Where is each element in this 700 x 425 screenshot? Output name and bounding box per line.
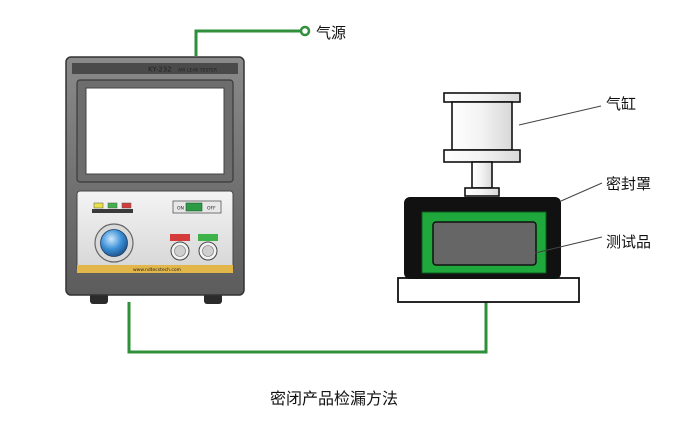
- air-source-port-icon: [299, 25, 311, 37]
- cover-callout-line: [560, 182, 603, 202]
- air-cylinder: [443, 92, 521, 197]
- instrument-website: www.ndtecstech.com: [133, 267, 181, 273]
- cylinder-label: 气缸: [606, 95, 636, 113]
- cylinder-callout-line: [518, 105, 602, 126]
- diagram-caption: 密闭产品检漏方法: [270, 389, 398, 408]
- display-screen: [85, 87, 225, 175]
- brand-stripe: [77, 265, 233, 273]
- cylinder-rod: [471, 161, 493, 189]
- adjust-knob[interactable]: [100, 229, 128, 257]
- indicator-lamp-red: [121, 202, 132, 209]
- leak-tester-instrument: KY-232 AIR LEAK TESTER ON OFF www.ndtecs…: [65, 56, 245, 304]
- indicator-lamp-yellow: [93, 202, 104, 209]
- instrument-model: KY-232: [148, 66, 172, 74]
- air-source-pipe: [194, 25, 311, 56]
- test-piece-callout-line: [534, 236, 603, 254]
- test-fixture: [397, 197, 580, 303]
- power-off-label: OFF: [207, 206, 216, 212]
- test-pipe: [127, 270, 488, 354]
- instrument-name: AIR LEAK TESTER: [178, 68, 217, 74]
- fixture-base: [397, 277, 580, 303]
- air-source-label: 气源: [316, 24, 346, 42]
- indicator-lamp-green: [107, 202, 118, 209]
- test-piece: [432, 221, 537, 266]
- power-on-label: ON: [177, 206, 184, 212]
- test-piece-label: 测试品: [606, 233, 651, 251]
- cover-label: 密封罩: [606, 175, 651, 193]
- power-switch[interactable]: [185, 202, 203, 212]
